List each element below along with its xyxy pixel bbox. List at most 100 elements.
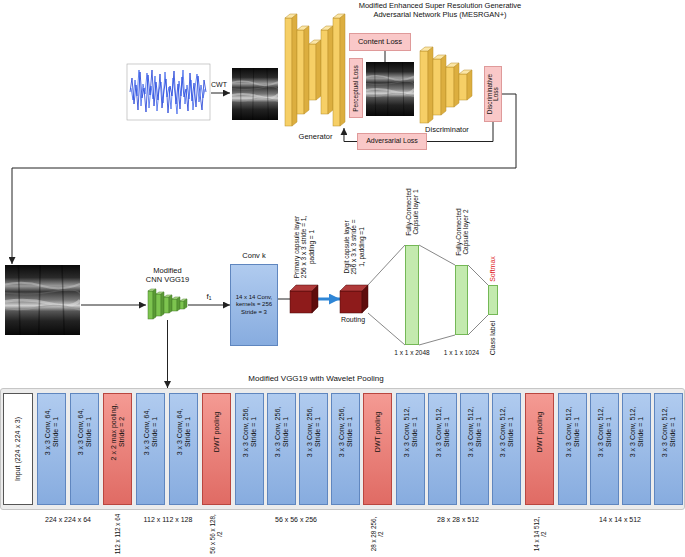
node-label: 3 x 3 Conv, 512, Stride = 1 [592, 400, 618, 464]
node-label: 3 x 3 Conv, 256, Stride = 1 [301, 400, 327, 464]
signal-plot-part [131, 70, 205, 114]
pooling-layer: 2 x 2 max pooling, Stride = 2 [103, 393, 132, 505]
node-label: 3 x 3 Conv, 512, Stride = 1 [398, 400, 424, 464]
node-label: 3 x 3 Conv, 512, Stride = 1 [560, 400, 586, 464]
node-label: Content Loss [350, 34, 410, 50]
connector [318, 298, 340, 301]
conv-layer: 3 x 3 Conv, 512, Stride = 1 [460, 393, 489, 505]
generator-network-shape-part [340, 14, 345, 126]
fc-capsule-layer: Fully-Connected Capsule layer 11 x 1 x 2… [405, 245, 419, 345]
dimension-label: 56 x 56 x 128, /2 [208, 514, 224, 555]
vgg19-band: Modified VGG19 with Wavelet PoolingInput… [0, 388, 685, 510]
connector [344, 128, 357, 142]
capsule-layer-shape-part [362, 285, 368, 313]
loss-box: Content Loss [349, 33, 411, 51]
conv-layer: 3 x 3 Conv, 256, Stride = 1 [331, 393, 360, 505]
loss-box: Discriminative Loss [484, 66, 502, 122]
node-label: Softmax [488, 254, 498, 284]
edge-label: Routing [340, 316, 366, 324]
node-label: 3 x 3 Conv, 512, Stride = 1 [624, 400, 650, 464]
generator-network-shape-part [328, 26, 333, 114]
node-label: 3 x 3 Conv, 64, Stride = 1 [171, 400, 197, 464]
capsule-layer: Primary capsule layer 256 x 3 x 3 stride… [290, 285, 318, 313]
generator-network-shape-part [292, 14, 297, 126]
spectrogram [232, 68, 278, 120]
discriminator-network-shape-part [420, 51, 428, 123]
vgg19-block-shape-part [148, 291, 153, 319]
conv-layer: 3 x 3 Conv, 256, Stride = 1 [235, 393, 264, 505]
node-label: 3 x 3 Conv, 512, Stride = 1 [656, 400, 682, 464]
conv-layer: 3 x 3 Conv, 256, Stride = 1 [299, 393, 328, 505]
conv-layer: 3 x 3 Conv, 512, Stride = 1 [558, 393, 587, 505]
node-label: 3 x 3 Conv, 64, Stride = 1 [138, 400, 164, 464]
node-label: DWT pooling [527, 400, 553, 464]
generator-network: Generator [284, 14, 347, 128]
discriminator-network-shape-part [459, 74, 467, 100]
node-label: Input (224 x 224 x 3) [5, 399, 31, 499]
node-label: Digit capsule layer 256 x 3 x 3 stride =… [340, 217, 368, 277]
node-label: 2 x 2 max pooling, Stride = 2 [105, 400, 131, 464]
vgg19-block-shape [147, 288, 188, 320]
input-layer: Input (224 x 224 x 3) [3, 393, 33, 505]
conv-layer: 3 x 3 Conv, 64, Stride = 1 [37, 393, 66, 505]
vgg19-block-shape-part [172, 299, 177, 311]
conv-box: Conv k14 x 14 Conv, kernels = 256 Stride… [230, 264, 278, 346]
connector [188, 305, 230, 306]
node-label: Class label [488, 316, 498, 360]
generator-network-shape-part [316, 40, 321, 100]
node-label: Discriminative Loss [485, 67, 501, 121]
vgg19-block-shape-part [161, 292, 164, 316]
vgg19-block-shape-part [156, 294, 161, 316]
conv-layer: 3 x 3 Conv, 512, Stride = 1 [492, 393, 521, 505]
node-label: Modified VGG19 with Wavelet Pooling [201, 373, 431, 386]
node-label: DWT pooling [365, 400, 391, 464]
pooling-layer: DWT pooling [363, 393, 392, 505]
arrow-label: CWT [206, 80, 232, 90]
vgg19-block-shape-part [184, 299, 187, 309]
feedback-line [12, 94, 516, 264]
leader-line [385, 51, 386, 62]
discriminator-network-shape-part [454, 63, 459, 107]
node-label: Perceptual Loss [350, 59, 363, 117]
loss-box: Adversarial Loss [357, 133, 427, 150]
capsule-layer-shape-part [312, 285, 318, 313]
capsule-layer-shape-part [290, 291, 312, 313]
connector [278, 299, 290, 300]
signal-plot-part [130, 70, 206, 113]
node-label: Conv k [229, 250, 279, 262]
node-label: Modified CNN VGG19 [145, 265, 191, 287]
generator-network-shape-part [297, 30, 304, 114]
discriminator-network-shape-part [441, 55, 446, 115]
spectrogram [5, 265, 80, 335]
dimension-label: 112 x 112 x 128 [133, 515, 203, 525]
input-arrow [81, 305, 146, 306]
pooling-layer: DWT pooling [525, 393, 554, 505]
capsule-layer-shape [290, 285, 318, 313]
conv-layer: 3 x 3 Conv, 512, Stride = 1 [428, 393, 457, 505]
fc-capsule-layer: Fully-Connected Capsule layer 21 x 1 x 1… [455, 265, 468, 335]
vgg19-block-shape-part [177, 297, 180, 311]
capsule-layer: Digit capsule layer 256 x 3 x 3 stride =… [340, 285, 368, 313]
cwt-arrow [211, 93, 230, 94]
node-label: Fully-Connected Capsule layer 1 [403, 181, 421, 243]
dimension-label: 28 x 28 256, /2 [370, 515, 386, 553]
node-label: Fully-Connected Capsule layer 2 [453, 201, 471, 263]
discriminator-network: Discriminator [418, 46, 476, 124]
conv-layer: 3 x 3 Conv, 512, Stride = 1 [396, 393, 425, 505]
node-label: Primary capsule layer 256 x 3 x 3 stride… [290, 212, 318, 282]
connector [468, 265, 488, 335]
dimension-label: 112 x 112 x 64 [112, 513, 122, 556]
generator-network-shape-part [304, 26, 309, 114]
node-label: 3 x 3 Conv, 512, Stride = 1 [462, 400, 488, 464]
node-label: DWT pooling [204, 400, 230, 464]
edge-label: f₁ [206, 293, 213, 302]
conv-layer: 3 x 3 Conv, 512, Stride = 1 [654, 393, 683, 505]
discriminator-network-shape-part [428, 47, 433, 123]
discriminator-network-shape [418, 46, 476, 124]
generator-network-shape-part [333, 18, 340, 126]
diagram-title: Modified Enhanced Super Resolution Gener… [353, 1, 528, 21]
node-label: 3 x 3 Conv, 512, Stride = 1 [430, 400, 456, 464]
conv-layer: 3 x 3 Conv, 512, Stride = 1 [590, 393, 619, 505]
conv-layer: 3 x 3 Conv, 256, Stride = 1 [267, 393, 296, 505]
